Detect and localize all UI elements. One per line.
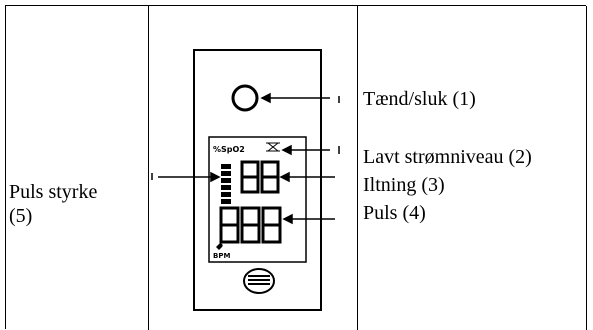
pulse-strength-label: Puls styrke (5) [9, 180, 97, 228]
pulse-digits [219, 206, 282, 244]
low-battery-label: Lavt strømniveau (2) [363, 146, 532, 168]
power-label: Tænd/sluk (1) [363, 88, 476, 110]
pulse-label: Puls (4) [363, 202, 426, 224]
oxygen-label: Iltning (3) [363, 174, 445, 196]
column-divider-right [357, 6, 358, 330]
bpm-text: BPM [213, 252, 230, 260]
layout-table [5, 5, 587, 330]
oxygen-digits [240, 160, 280, 194]
speaker-grille-lines [248, 275, 270, 285]
table-right-edge [586, 6, 587, 330]
pulse-strength-bar [221, 164, 231, 204]
spo2-text: %SpO2 [213, 145, 245, 154]
annotation-arrows [151, 92, 340, 225]
low-battery-icon [266, 142, 280, 152]
column-divider-left [148, 6, 149, 330]
pulse-strength-label-line1: Puls styrke [9, 181, 98, 203]
pulse-strength-label-line2: (5) [9, 205, 33, 227]
power-button-icon [231, 84, 259, 112]
heart-icon [216, 241, 223, 250]
